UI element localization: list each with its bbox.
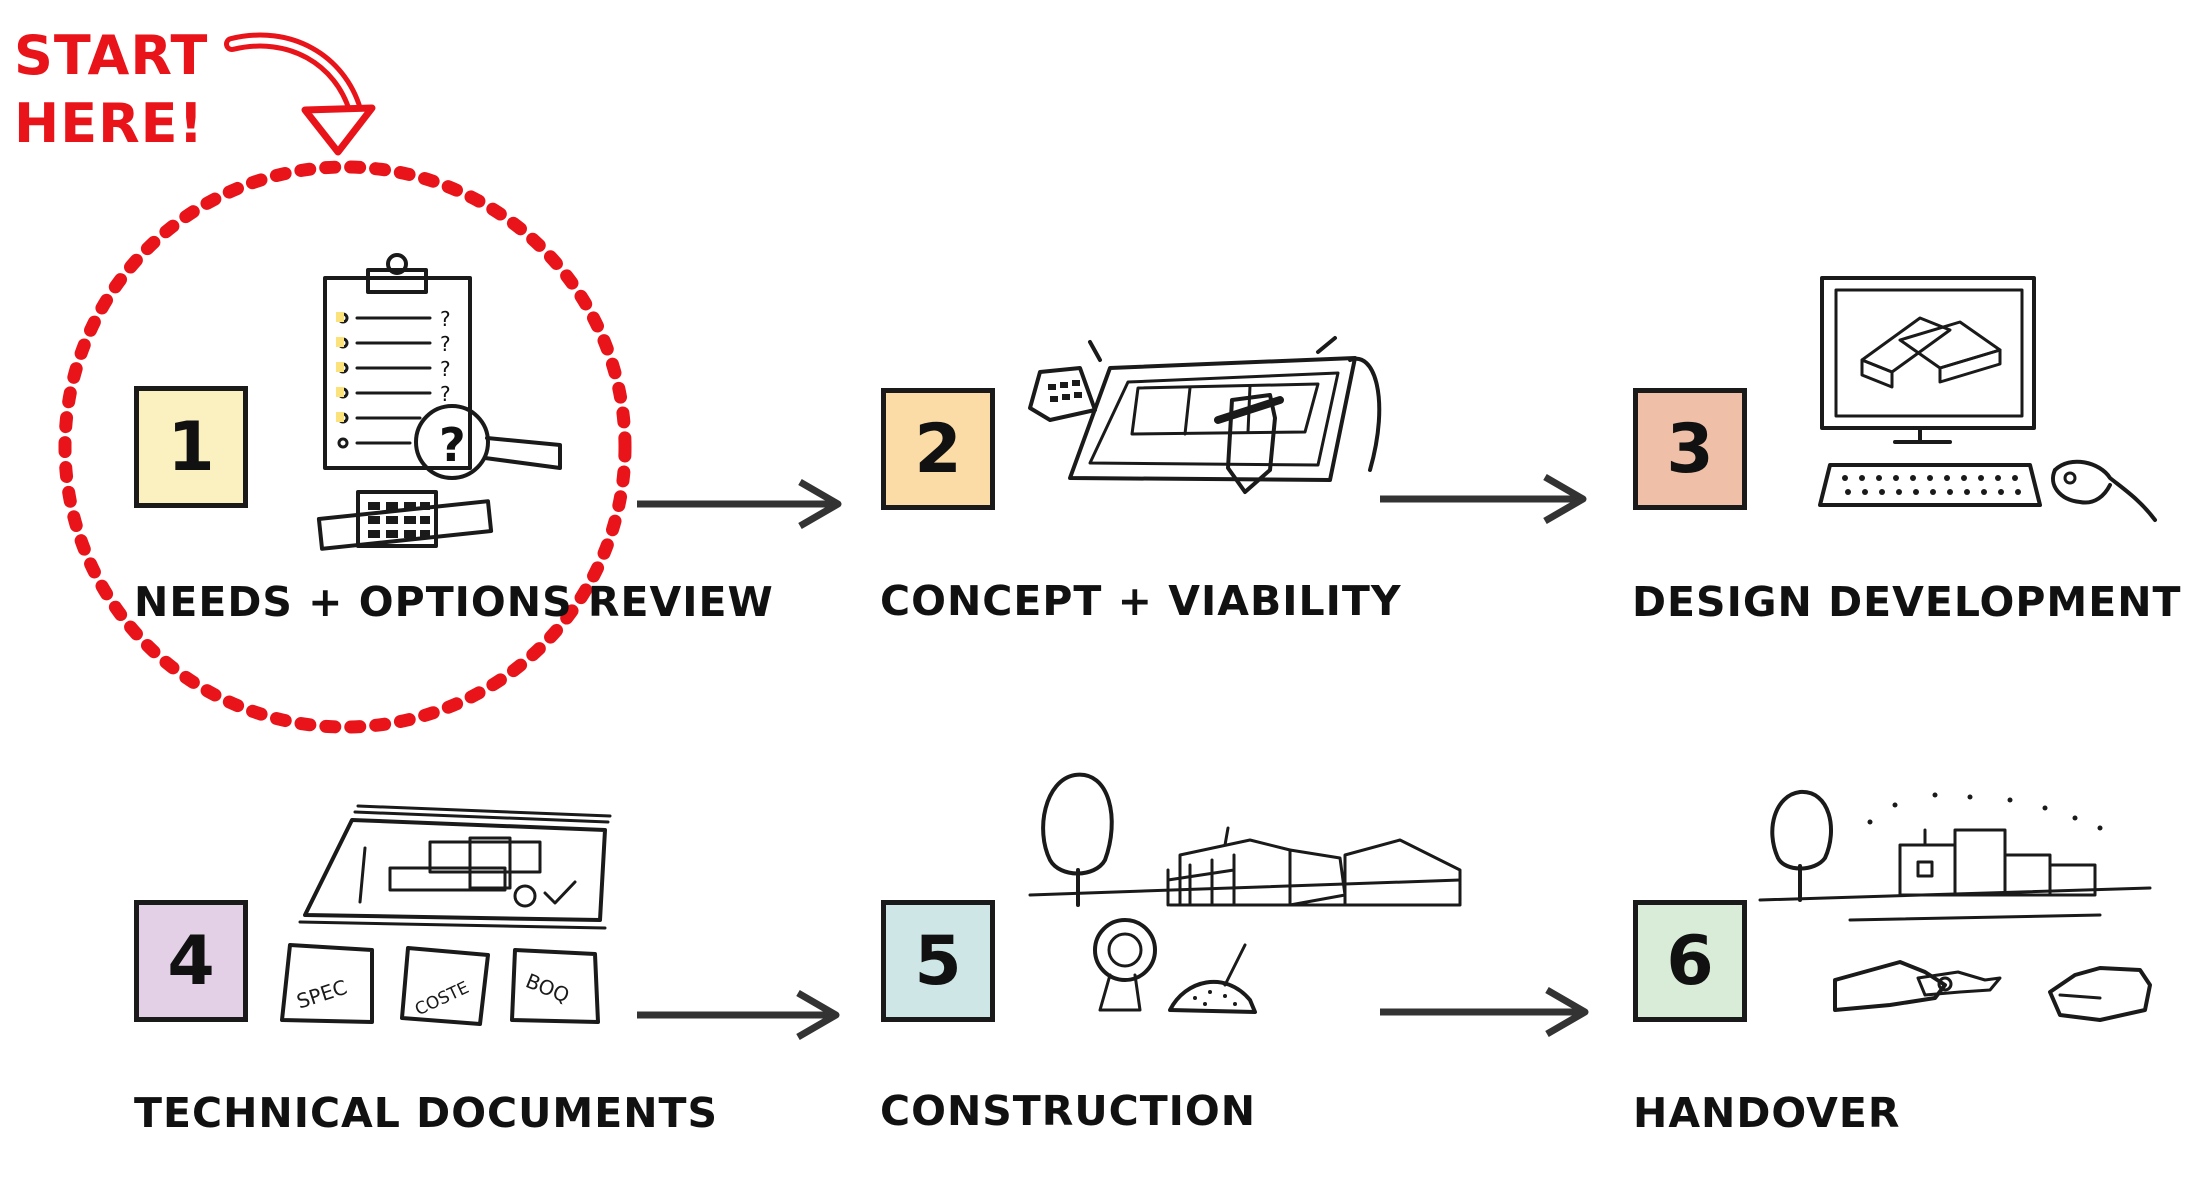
step-4-label: TECHNICAL DOCUMENTS [134, 1089, 719, 1137]
start-label-line1: START [14, 24, 209, 87]
doc-tag-coste: COSTE [412, 978, 472, 1020]
step-2-label: CONCEPT + VIABILITY [880, 577, 1402, 625]
step-6-label: HANDOVER [1633, 1089, 1901, 1137]
step-6-number: 6 [1666, 921, 1714, 1001]
start-here-label: START HERE! [14, 22, 208, 158]
step-6-number-box: 6 [1633, 900, 1747, 1022]
start-label-line2: HERE! [14, 92, 205, 155]
step-2-number: 2 [914, 409, 962, 489]
flow-arrow-4-5 [637, 989, 840, 1041]
start-highlight-circle [58, 160, 632, 734]
doc-tag-spec: SPEC [294, 975, 350, 1014]
flow-arrow-1-2 [637, 478, 842, 530]
step-3-number-box: 3 [1633, 388, 1747, 510]
step-1-number: 1 [167, 407, 215, 487]
step-1-number-box: 1 [134, 386, 248, 508]
doc-tag-boq: BOQ [522, 969, 573, 1008]
svg-text:?: ? [440, 332, 451, 356]
building-site-icon [1028, 772, 1462, 1014]
computer-model-icon [1818, 276, 2157, 522]
step-5-number-box: 5 [881, 900, 995, 1022]
svg-text:?: ? [440, 357, 451, 381]
svg-text:?: ? [440, 382, 451, 406]
step-5-number: 5 [914, 921, 962, 1001]
step-3-number: 3 [1666, 409, 1714, 489]
svg-text:?: ? [439, 418, 466, 472]
flow-arrow-5-6 [1380, 986, 1589, 1038]
step-3-label: DESIGN DEVELOPMENT [1632, 578, 2182, 626]
step-1-label: NEEDS + OPTIONS REVIEW [134, 578, 774, 626]
step-4-number: 4 [167, 921, 215, 1001]
house-key-handover-icon [1758, 789, 2152, 1022]
clipboard-checklist-icon: ? ? ? ? ? [316, 253, 562, 551]
flow-arrow-2-3 [1380, 473, 1587, 525]
start-curved-arrow-icon [224, 32, 376, 156]
svg-text:?: ? [440, 307, 451, 331]
step-2-number-box: 2 [881, 388, 995, 510]
step-5-label: CONSTRUCTION [880, 1087, 1257, 1135]
step-4-number-box: 4 [134, 900, 248, 1022]
drawing-board-icon [1028, 336, 1382, 494]
blueprint-documents-icon: SPEC COSTE BOQ [280, 804, 612, 1026]
